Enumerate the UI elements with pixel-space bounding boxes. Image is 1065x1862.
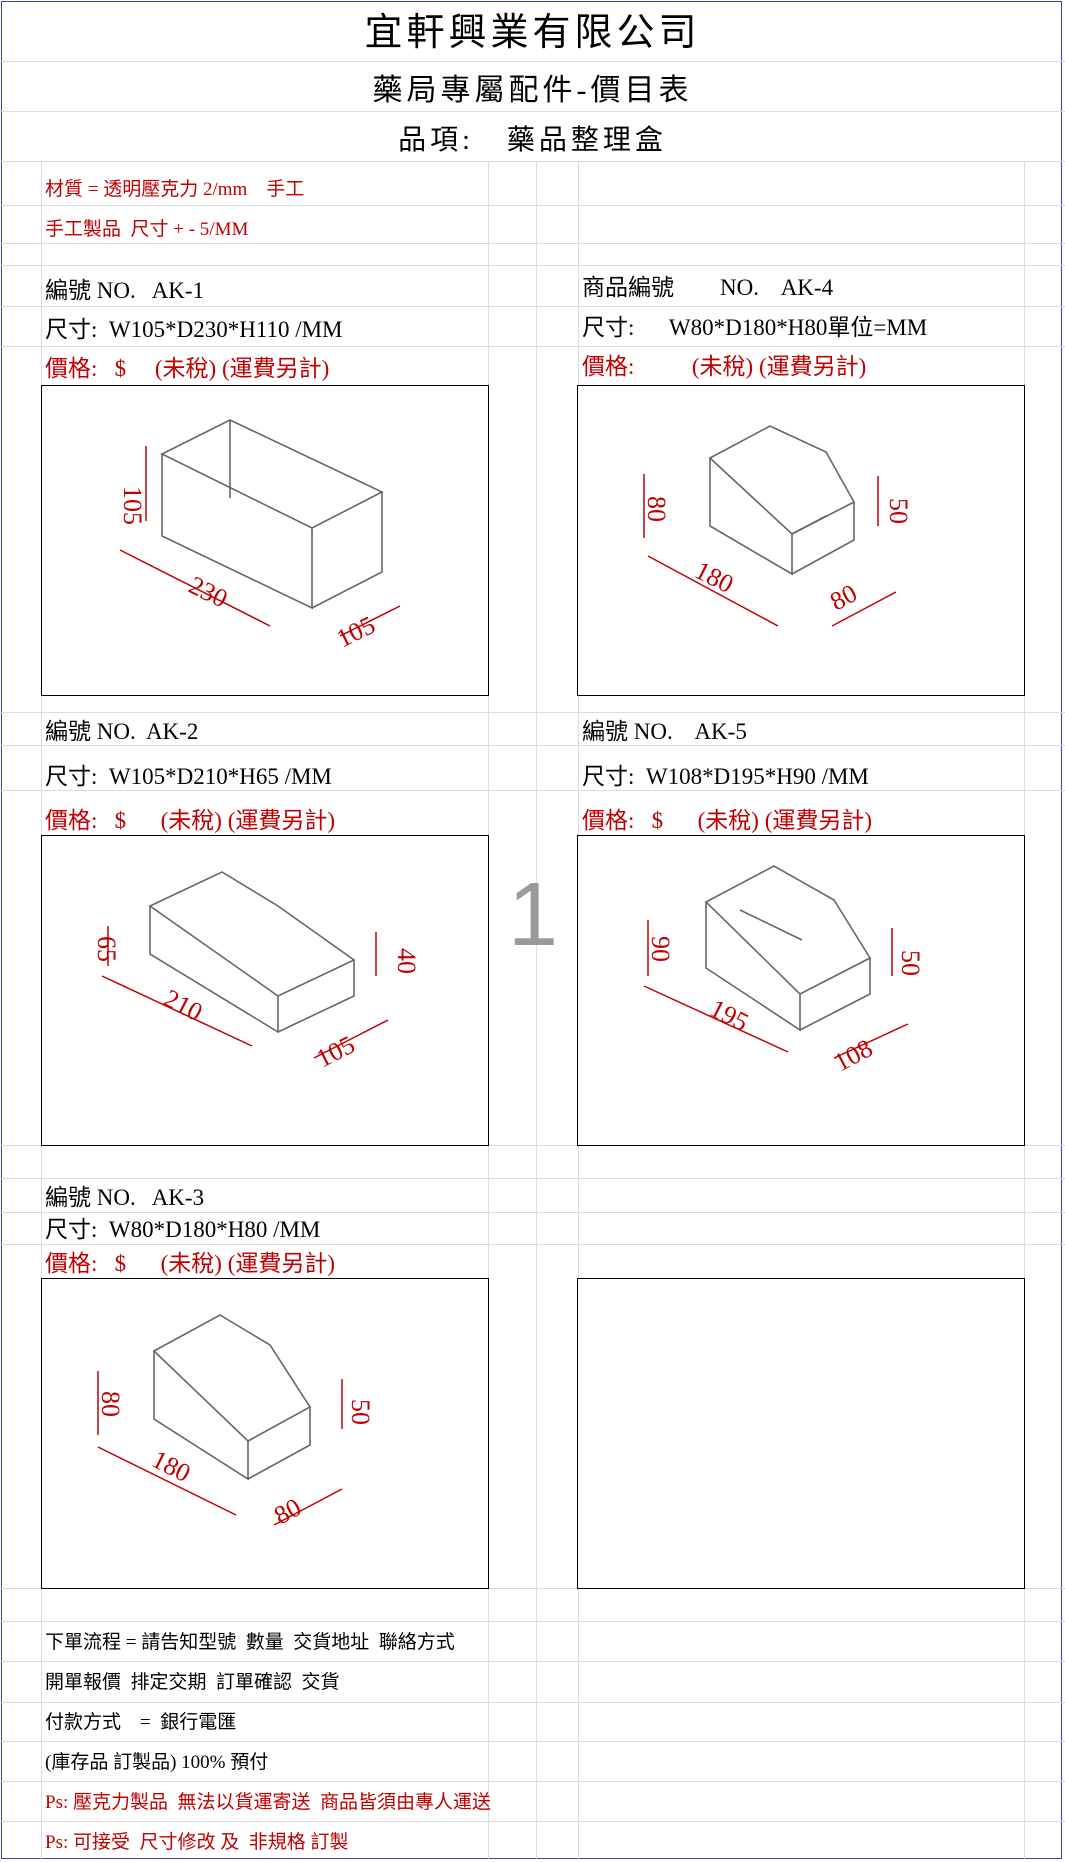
dimension-label: 90 bbox=[646, 936, 675, 962]
dimension-label: 108 bbox=[829, 1033, 877, 1077]
product-code: 編號 NO. AK-1 bbox=[45, 278, 205, 303]
grid-line bbox=[0, 1145, 1065, 1146]
tolerance-note: 手工製品 尺寸 + - 5/MM bbox=[45, 219, 249, 240]
product-drawing-ak5: 90 195 108 50 bbox=[577, 835, 1025, 1146]
ps-note-2: Ps: 可接受 尺寸修改 及 非規格 訂製 bbox=[45, 1832, 349, 1853]
grid-line bbox=[0, 1178, 1065, 1179]
dimension-label: 180 bbox=[690, 556, 738, 600]
dimension-label: 65 bbox=[92, 936, 121, 962]
payment-method: 付款方式 = 銀行電匯 bbox=[45, 1712, 237, 1733]
order-flow: 下單流程 = 請告知型號 數量 交貨地址 聯絡方式 bbox=[45, 1632, 455, 1653]
product-size: 尺寸: W80*D180*H80單位=MM bbox=[582, 315, 928, 340]
grid-line bbox=[0, 790, 1065, 791]
dimension-label: 105 bbox=[118, 486, 147, 525]
product-code: 編號 NO. AK-2 bbox=[45, 719, 199, 744]
grid-line bbox=[0, 1821, 1065, 1822]
grid-line bbox=[0, 243, 1065, 244]
grid-line bbox=[0, 111, 1065, 112]
ps-note-1: Ps: 壓克力製品 無法以貨運寄送 商品皆須由專人運送 bbox=[45, 1792, 491, 1813]
dimension-label: 195 bbox=[705, 994, 753, 1038]
grid-line bbox=[0, 1621, 1065, 1622]
product-size: 尺寸: W105*D230*H110 /MM bbox=[45, 317, 343, 342]
dimension-label: 50 bbox=[346, 1399, 375, 1425]
grid-line bbox=[0, 1244, 1065, 1245]
box-drawing-ak3: 80 180 80 50 bbox=[96, 1314, 375, 1530]
product-size: 尺寸: W105*D210*H65 /MM bbox=[45, 764, 332, 789]
product-drawing-ak4: 80 180 80 50 bbox=[577, 385, 1025, 696]
payment-note: (庫存品 訂製品) 100% 預付 bbox=[45, 1752, 269, 1773]
box-drawing-ak5: 90 195 108 50 bbox=[643, 865, 925, 1077]
product-drawing-ak2: 65 210 105 40 bbox=[41, 835, 489, 1146]
dimension-label: 210 bbox=[159, 984, 207, 1028]
grid-line bbox=[0, 745, 1065, 746]
product-price: 價格: $ (未稅) (運費另計) bbox=[45, 808, 336, 833]
grid-line bbox=[0, 1741, 1065, 1742]
grid-line bbox=[536, 161, 537, 1859]
grid-line bbox=[0, 1781, 1065, 1782]
product-code: 編號 NO. AK-3 bbox=[45, 1185, 205, 1210]
grid-line bbox=[0, 1661, 1065, 1662]
product-code: 編號 NO. AK-5 bbox=[582, 719, 747, 744]
product-price: 價格: (未稅) (運費另計) bbox=[582, 354, 867, 379]
product-price: 價格: $ (未稅) (運費另計) bbox=[45, 1251, 336, 1276]
box-drawing-ak4: 80 180 80 50 bbox=[642, 425, 913, 627]
box-drawing-ak1: 105 230 105 bbox=[118, 419, 401, 653]
item-line: 品項: 藥品整理盒 bbox=[398, 125, 667, 156]
grid-line bbox=[0, 1212, 1065, 1213]
dimension-label: 80 bbox=[825, 578, 862, 616]
dimension-label: 105 bbox=[332, 610, 380, 653]
product-drawing-ak1: 105 230 105 bbox=[41, 385, 489, 696]
product-size: 尺寸: W80*D180*H80 /MM bbox=[45, 1217, 321, 1242]
grid-line bbox=[0, 1702, 1065, 1703]
page-subtitle: 藥局專屬配件-價目表 bbox=[372, 74, 693, 107]
company-name: 宜軒興業有限公司 bbox=[364, 12, 701, 54]
dimension-label: 80 bbox=[96, 1391, 125, 1417]
product-code: 商品編號 NO. AK-4 bbox=[582, 275, 834, 300]
product-drawing-ak3: 80 180 80 50 bbox=[41, 1278, 489, 1589]
dimension-label: 230 bbox=[184, 570, 232, 613]
empty-drawing-box bbox=[577, 1278, 1025, 1589]
grid-line bbox=[0, 306, 1065, 307]
dimension-label: 50 bbox=[884, 498, 913, 524]
material-note: 材質 = 透明壓克力 2/mm 手工 bbox=[45, 179, 305, 200]
dimension-label: 180 bbox=[147, 1445, 195, 1489]
product-price: 價格: $ (未稅) (運費另計) bbox=[45, 356, 330, 381]
grid-line bbox=[0, 1588, 1065, 1589]
product-size: 尺寸: W108*D195*H90 /MM bbox=[582, 764, 869, 789]
page-number-watermark: 1 bbox=[508, 865, 559, 965]
grid-line bbox=[0, 265, 1065, 266]
grid-line bbox=[0, 712, 1065, 713]
grid-line bbox=[0, 205, 1065, 206]
grid-line bbox=[0, 61, 1065, 62]
dimension-label: 50 bbox=[896, 950, 925, 976]
grid-line bbox=[0, 346, 1065, 347]
dimension-label: 40 bbox=[392, 948, 421, 974]
order-steps: 開單報價 排定交期 訂單確認 交貨 bbox=[45, 1672, 340, 1693]
grid-line bbox=[0, 161, 1065, 162]
dimension-label: 80 bbox=[642, 496, 671, 522]
dimension-label: 105 bbox=[312, 1030, 360, 1074]
product-price: 價格: $ (未稅) (運費另計) bbox=[582, 808, 873, 833]
box-drawing-ak2: 65 210 105 40 bbox=[92, 871, 421, 1074]
